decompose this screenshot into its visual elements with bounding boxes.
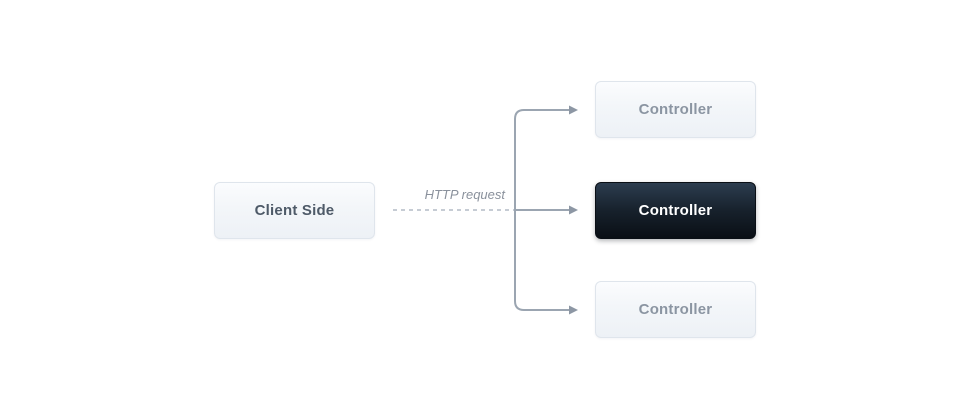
arrowhead-top-icon [569, 105, 578, 115]
node-client-side: Client Side [214, 182, 375, 239]
edge-label-http-request: HTTP request [424, 187, 505, 202]
node-controller-bottom-label: Controller [638, 301, 713, 318]
node-controller-top: Controller [595, 81, 756, 138]
node-controller-bottom: Controller [595, 281, 756, 338]
arrowhead-bottom-icon [569, 305, 578, 315]
node-controller-top-label: Controller [638, 101, 713, 118]
arrowhead-middle-icon [569, 205, 578, 215]
node-controller-middle-active: Controller [595, 182, 756, 239]
node-controller-middle-label: Controller [638, 202, 713, 219]
node-client-side-label: Client Side [254, 202, 335, 219]
